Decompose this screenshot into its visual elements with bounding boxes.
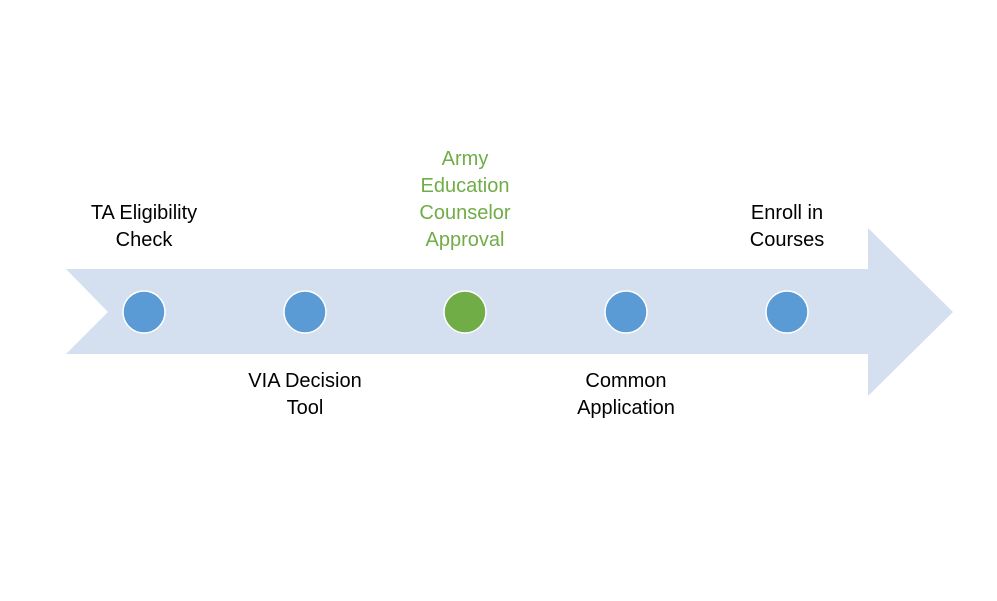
step-label-line: Counselor [419,202,511,224]
timeline-node-1 [122,290,166,334]
step-label-line: Check [115,229,173,251]
step-label-line: Application [577,397,675,419]
step-label-line: Tool [286,397,324,419]
arrow-body [66,228,953,396]
timeline-node-5 [765,290,809,334]
step-label-line: Education [420,175,510,197]
timeline-nodes [122,290,809,334]
step-label-line: VIA Decision [248,370,362,392]
timeline-node-3 [443,290,487,334]
step-label-line: Army [441,148,489,170]
step-label-line: TA Eligibility [90,202,198,224]
step-label-line: Courses [749,229,825,251]
timeline-node-2 [283,290,327,334]
step-label-5: Enroll in Courses [702,200,872,254]
timeline-node-4 [604,290,648,334]
step-label-line: Approval [425,229,505,251]
step-label-line: Common [585,370,667,392]
step-label-line: Enroll in [750,202,824,224]
